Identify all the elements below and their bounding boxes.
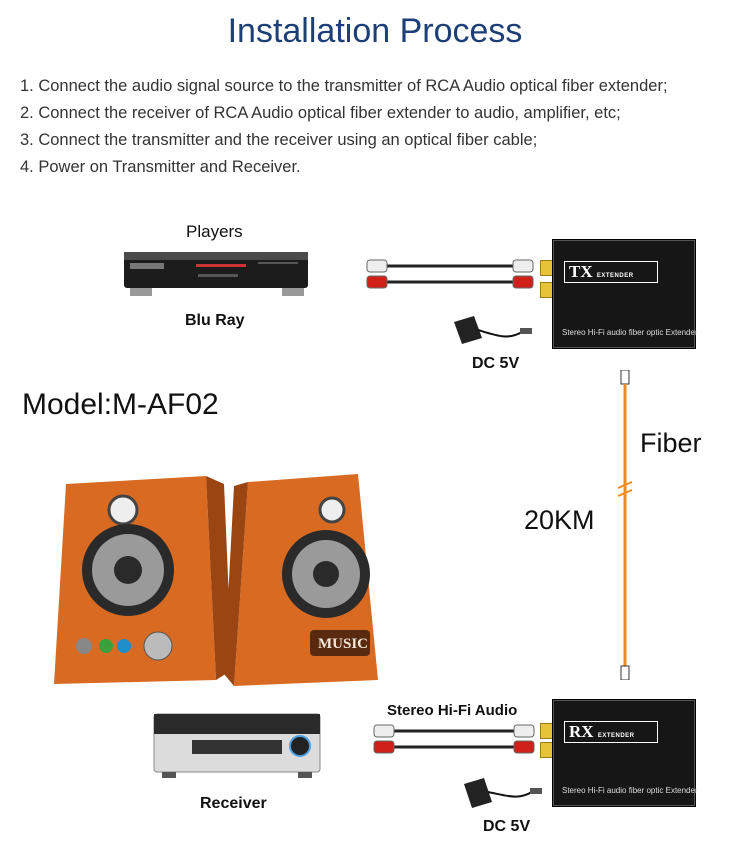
- fiber-label: Fiber: [640, 428, 702, 458]
- tx-rca-port-red: [540, 282, 554, 298]
- dc-label-top: DC 5V: [472, 355, 520, 372]
- tx-logo: TX EXTENDER: [564, 261, 658, 283]
- tx-rca-port-white: [540, 260, 554, 276]
- distance-label: 20KM: [524, 505, 595, 535]
- rx-logo: RX EXTENDER: [564, 721, 658, 743]
- step-2: 2. Connect the receiver of RCA Audio opt…: [20, 104, 621, 122]
- fiber-cable: [617, 370, 633, 680]
- bluray-player-image: [124, 252, 308, 296]
- power-adapter-bottom-image: [464, 778, 542, 808]
- rca-cable-bottom: [373, 724, 535, 754]
- dc-label-bottom: DC 5V: [483, 818, 531, 835]
- rx-caption: Stereo Hi-Fi audio fiber optic Extender: [562, 786, 698, 795]
- page-title: Installation Process: [227, 12, 523, 50]
- rx-rca-port-red: [540, 742, 554, 758]
- step-1: 1. Connect the audio signal source to th…: [20, 77, 668, 95]
- speakers-image: [54, 474, 378, 686]
- bluray-label: Blu Ray: [185, 312, 245, 329]
- rx-rca-port-white: [540, 723, 554, 739]
- receiver-image: [153, 713, 321, 778]
- stereo-label: Stereo Hi-Fi Audio: [387, 702, 518, 719]
- rca-cable-top: [366, 259, 534, 289]
- receiver-label: Receiver: [200, 795, 267, 812]
- step-4: 4. Power on Transmitter and Receiver.: [20, 158, 301, 176]
- power-adapter-top-image: [454, 316, 532, 344]
- tx-extender-box: TX EXTENDER Stereo Hi-Fi audio fiber opt…: [553, 240, 698, 348]
- players-label: Players: [186, 222, 243, 241]
- rx-extender-box: RX EXTENDER Stereo Hi-Fi audio fiber opt…: [553, 700, 698, 806]
- tx-caption: Stereo Hi-Fi audio fiber optic Extender: [562, 328, 698, 337]
- step-3: 3. Connect the transmitter and the recei…: [20, 131, 538, 149]
- speaker-music-badge: MUSIC: [318, 636, 369, 652]
- model-label: Model:M-AF02: [22, 388, 219, 421]
